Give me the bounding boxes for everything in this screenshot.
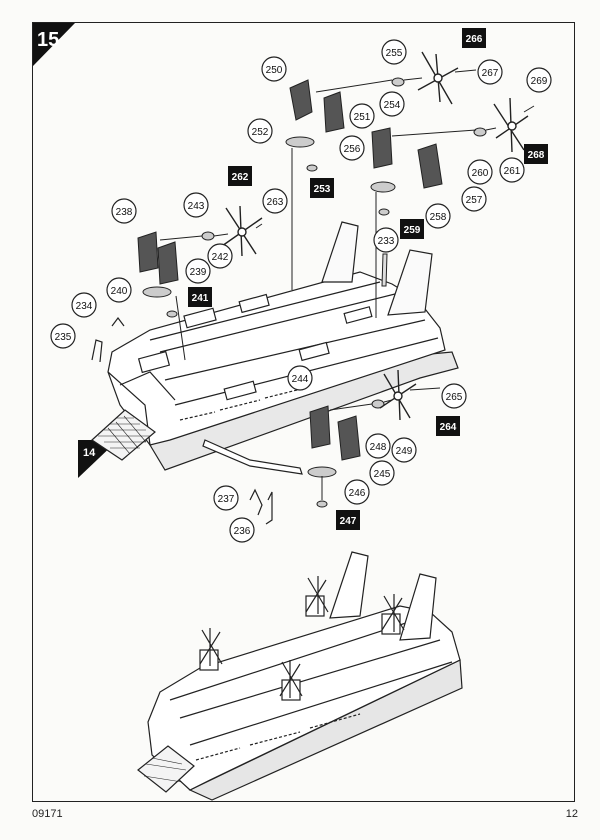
part-number-label: 236 bbox=[234, 526, 251, 537]
part-number-label: 260 bbox=[472, 168, 489, 179]
part-number-label: 243 bbox=[188, 201, 205, 212]
part-callout-252: 252 bbox=[247, 118, 273, 144]
part-callout-250: 250 bbox=[261, 56, 287, 82]
part-number-label: 242 bbox=[212, 252, 229, 263]
part-number-label: 258 bbox=[430, 212, 447, 223]
part-callout-237: 237 bbox=[213, 485, 239, 511]
part-callout-261: 261 bbox=[499, 157, 525, 183]
part-number-label: 238 bbox=[116, 207, 133, 218]
part-number-label: 252 bbox=[252, 127, 269, 138]
part-callout-256: 256 bbox=[339, 135, 365, 161]
part-callout-246: 246 bbox=[344, 479, 370, 505]
part-callout-box-266: 266 bbox=[462, 28, 486, 48]
part-callout-245: 245 bbox=[369, 460, 395, 486]
propellers bbox=[221, 51, 529, 421]
step-number: 15 bbox=[37, 29, 59, 51]
part-callout-254: 254 bbox=[379, 91, 405, 117]
part-number-label: 246 bbox=[349, 488, 366, 499]
part-callout-269: 269 bbox=[526, 67, 552, 93]
part-number-label: 269 bbox=[531, 76, 548, 87]
part-callout-242: 242 bbox=[207, 243, 233, 269]
part-number-label: 259 bbox=[404, 225, 421, 236]
part-number-label: 251 bbox=[354, 112, 371, 123]
part-number-label: 256 bbox=[344, 144, 361, 155]
part-callout-248: 248 bbox=[365, 433, 391, 459]
part-number-label: 247 bbox=[340, 516, 357, 527]
part-callout-box-241: 241 bbox=[188, 287, 212, 307]
part-number-label: 265 bbox=[446, 392, 463, 403]
part-number-label: 268 bbox=[528, 150, 545, 161]
part-number-label: 233 bbox=[378, 236, 395, 247]
callout-layer: 250 251 252 253 254 255 256 257 258 259 260 261 262 2… bbox=[50, 28, 552, 543]
part-number-label: 253 bbox=[314, 184, 331, 195]
part-number-label: 245 bbox=[374, 469, 391, 480]
part-callout-249: 249 bbox=[391, 437, 417, 463]
part-callout-238: 238 bbox=[111, 198, 137, 224]
hovercraft-completed-view bbox=[137, 551, 463, 801]
part-number-label: 248 bbox=[370, 442, 387, 453]
part-callout-box-262: 262 bbox=[228, 166, 252, 186]
part-callout-265: 265 bbox=[441, 383, 467, 409]
part-number-label: 234 bbox=[76, 301, 93, 312]
part-callout-240: 240 bbox=[106, 277, 132, 303]
part-callout-box-264: 264 bbox=[436, 416, 460, 436]
part-number-label: 240 bbox=[111, 286, 128, 297]
part-callout-239: 239 bbox=[185, 258, 211, 284]
part-callout-263: 263 bbox=[262, 188, 288, 214]
part-callout-box-247: 247 bbox=[336, 510, 360, 530]
previous-step-number: 14 bbox=[83, 447, 96, 459]
part-callout-267: 267 bbox=[477, 59, 503, 85]
part-number-label: 244 bbox=[292, 374, 309, 385]
part-callout-box-253: 253 bbox=[310, 178, 334, 198]
part-callout-258: 258 bbox=[425, 203, 451, 229]
part-callout-box-268: 268 bbox=[524, 144, 548, 164]
part-number-label: 250 bbox=[266, 65, 283, 76]
part-callout-260: 260 bbox=[467, 159, 493, 185]
part-number-label: 235 bbox=[55, 332, 72, 343]
part-number-label: 249 bbox=[396, 446, 413, 457]
part-number-label: 262 bbox=[232, 172, 249, 183]
engine-parts bbox=[137, 77, 487, 508]
part-number-label: 255 bbox=[386, 48, 403, 59]
part-callout-box-259: 259 bbox=[400, 219, 424, 239]
part-callout-257: 257 bbox=[461, 186, 487, 212]
part-number-label: 266 bbox=[466, 34, 483, 45]
part-callout-255: 255 bbox=[381, 39, 407, 65]
part-number-label: 241 bbox=[192, 293, 209, 304]
part-number-label: 237 bbox=[218, 494, 235, 505]
part-callout-236: 236 bbox=[229, 517, 255, 543]
page-number: 12 bbox=[565, 808, 578, 820]
step-badge: 15 bbox=[33, 23, 75, 66]
part-callout-235: 235 bbox=[50, 323, 76, 349]
part-number-label: 254 bbox=[384, 100, 401, 111]
part-callout-243: 243 bbox=[183, 192, 209, 218]
part-number-label: 261 bbox=[504, 166, 521, 177]
diagram-frame bbox=[32, 22, 575, 802]
part-callout-251: 251 bbox=[349, 103, 375, 129]
part-callout-233: 233 bbox=[373, 227, 399, 253]
part-callout-244: 244 bbox=[287, 365, 313, 391]
document-code: 09171 bbox=[32, 808, 63, 820]
part-number-label: 257 bbox=[466, 195, 483, 206]
assembly-guides bbox=[159, 69, 535, 500]
part-number-label: 267 bbox=[482, 68, 499, 79]
hovercraft-exploded-view bbox=[91, 221, 459, 525]
part-number-label: 264 bbox=[440, 422, 457, 433]
part-number-label: 263 bbox=[267, 197, 284, 208]
part-number-label: 239 bbox=[190, 267, 207, 278]
part-callout-234: 234 bbox=[71, 292, 97, 318]
